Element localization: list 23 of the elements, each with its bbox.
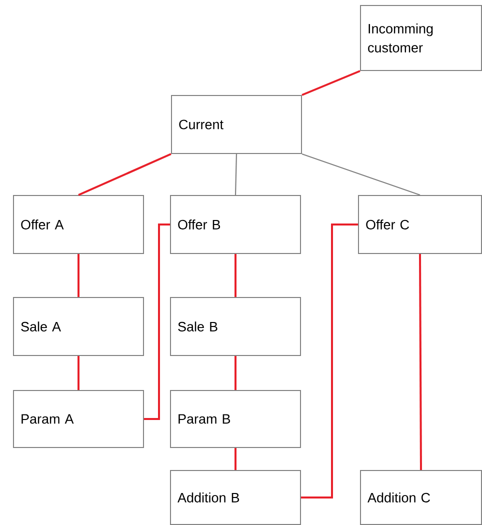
connector-line <box>78 254 80 297</box>
connector-line <box>78 356 80 390</box>
process-box: Offer C <box>358 195 482 254</box>
process-box: Sale B <box>170 297 301 356</box>
process-box: Param B <box>170 390 301 448</box>
connector-line <box>234 154 238 196</box>
connector-line <box>234 356 236 390</box>
connector-line <box>78 153 172 196</box>
process-box: Addition B <box>170 470 301 525</box>
connector-line <box>234 448 236 470</box>
connector-line <box>234 254 236 297</box>
process-box: Offer B <box>170 195 301 254</box>
connector-line <box>144 224 170 420</box>
process-box: Addition C <box>360 470 482 525</box>
process-box: Current <box>171 95 302 154</box>
process-box: Incomming customer <box>360 5 482 71</box>
connector-line <box>302 153 420 196</box>
process-box: Sale A <box>13 297 144 356</box>
connector-line <box>302 70 360 96</box>
process-box: Offer A <box>13 195 144 254</box>
process-box: Param A <box>13 390 144 448</box>
connector-line <box>301 224 358 498</box>
connector-line <box>419 254 422 470</box>
